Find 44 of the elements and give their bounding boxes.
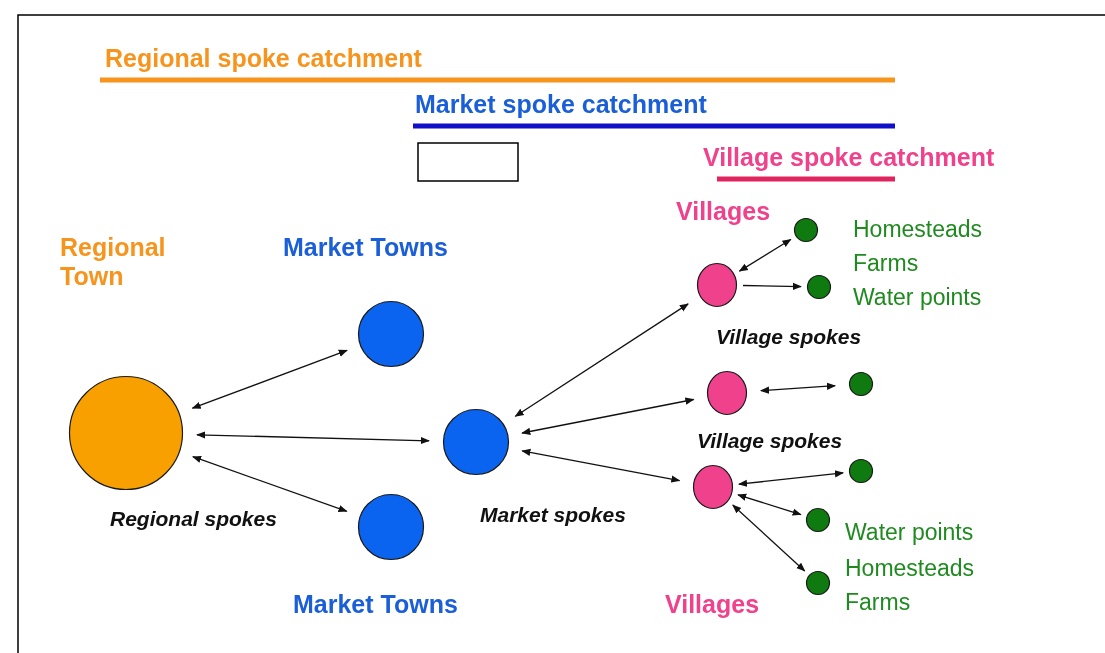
place-label: Farms <box>845 589 911 616</box>
catchment-heading: Village spoke catchment <box>703 143 995 172</box>
spoke-label: Market spokes <box>480 503 626 528</box>
market-town-circle <box>357 493 425 561</box>
place-label: Homesteads <box>845 555 975 582</box>
homestead-circle <box>805 507 831 533</box>
arrow <box>521 397 695 435</box>
village-label: Villages <box>676 197 771 226</box>
arrow <box>738 470 844 487</box>
arrow <box>521 448 681 483</box>
arrow <box>191 349 348 409</box>
village-circle <box>696 262 738 308</box>
place-label: Farms <box>853 250 919 277</box>
arrow <box>738 238 792 272</box>
catchment-heading: Market spoke catchment <box>415 90 707 119</box>
town-label: Market Towns <box>283 233 448 262</box>
homestead-circle <box>805 570 831 596</box>
homestead-circle <box>848 458 874 484</box>
village-circle <box>692 464 734 510</box>
place-label: Water points <box>853 284 982 311</box>
village-circle <box>706 370 748 416</box>
empty-box <box>417 142 519 182</box>
homestead-circle <box>793 217 819 243</box>
spoke-label: Village spokes <box>697 429 843 454</box>
town-label: Regional Town <box>60 233 167 291</box>
arrow <box>196 431 430 445</box>
spoke-label: Regional spokes <box>110 507 277 532</box>
market-town-circle <box>357 300 425 368</box>
homestead-circle <box>848 371 874 397</box>
spoke-label: Village spokes <box>716 325 862 350</box>
catchment-heading: Regional spoke catchment <box>105 44 422 73</box>
village-label: Villages <box>665 590 760 619</box>
market-town-circle <box>442 408 510 476</box>
arrow <box>742 282 802 291</box>
homestead-circle <box>806 274 832 300</box>
arrow <box>737 493 802 516</box>
arrow <box>732 504 806 572</box>
place-label: Homesteads <box>853 216 983 243</box>
regional-town-circle <box>68 375 184 491</box>
arrow <box>514 303 689 417</box>
town-label: Market Towns <box>293 590 458 619</box>
place-label: Water points <box>845 519 974 546</box>
arrow <box>760 382 836 394</box>
arrow <box>192 456 348 512</box>
